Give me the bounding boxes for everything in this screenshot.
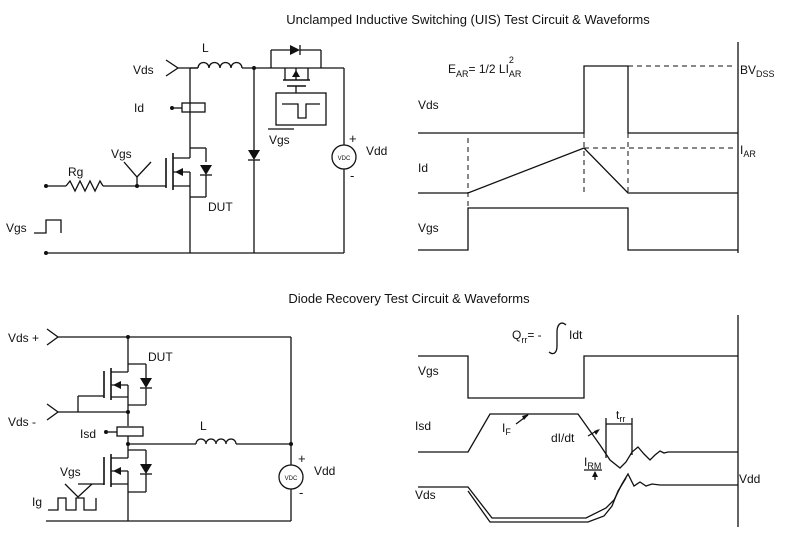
uis-rg-label: Rg <box>68 165 83 179</box>
diode-dut-label: DUT <box>148 350 173 364</box>
uis-vgs-probe-icon <box>123 161 152 178</box>
uis-vgs-waveform <box>418 207 738 251</box>
diode-wave-vdd-label: Vdd <box>739 472 760 486</box>
uis-inductor-label: L <box>202 41 209 55</box>
uis-switch-mosfet-icon <box>270 45 322 93</box>
diode-vds-waveform-inner <box>467 477 627 523</box>
diode-ig-label: Ig <box>32 495 42 509</box>
uis-bvdss-label: BVDSS <box>740 63 775 79</box>
diode-plus-label: + <box>298 451 306 466</box>
diode-vgs-label: Vgs <box>60 465 81 479</box>
diode-minus-label: - <box>299 485 303 500</box>
diode-irm-label: IRM <box>584 455 601 471</box>
uis-dut-mosfet-icon <box>165 147 212 198</box>
uis-dut-label: DUT <box>208 200 233 214</box>
diode-vds-minus-label: Vds - <box>8 415 36 429</box>
uis-vds-label: Vds <box>133 63 154 77</box>
uis-current-sense-icon <box>181 102 206 113</box>
diode-isd-waveform <box>418 413 672 469</box>
diode-vgs-probe-icon <box>64 483 93 498</box>
uis-title: Unclamped Inductive Switching (UIS) Test… <box>286 12 650 27</box>
uis-iar-label: IAR <box>740 143 756 159</box>
diode-vds-plus-terminal-icon <box>46 328 60 346</box>
diode-wave-vgs-label: Vgs <box>418 364 439 378</box>
diode-wave-isd-label: Isd <box>415 419 431 433</box>
uis-wave-id-label: Id <box>418 161 428 175</box>
uis-gate-pulse-icon <box>282 103 320 119</box>
diode-inductor-label: L <box>200 419 207 433</box>
diode-vds-minus-terminal-icon <box>46 403 60 421</box>
diode-vds-waveform <box>418 472 738 519</box>
diode-dut-mosfet-icon <box>77 363 152 412</box>
uis-inductor-icon <box>197 61 243 69</box>
diode-ig-pulse-icon <box>48 497 97 511</box>
uis-id-label: Id <box>134 101 144 115</box>
integral-sign-icon <box>548 322 567 355</box>
diode-vdd-label: Vdd <box>314 464 335 478</box>
uis-vgs-box-label: Vgs <box>269 133 290 147</box>
uis-vds-terminal-icon <box>165 59 180 77</box>
diode-didt-label: dI/dt <box>551 431 575 445</box>
uis-vgs-pulse-icon <box>34 219 62 234</box>
diode-isd-label: Isd <box>80 427 96 441</box>
uis-vds-waveform <box>418 65 738 134</box>
diode-title: Diode Recovery Test Circuit & Waveforms <box>288 291 530 306</box>
uis-circuit: Vds L Id <box>6 41 387 255</box>
uis-gate-driver-box <box>275 92 327 126</box>
diode-if-label: IF <box>502 421 511 437</box>
diode-inductor-icon <box>195 438 237 445</box>
uis-id-waveform <box>418 147 738 194</box>
diode-circuit: Vds + DUT Vds - <box>8 328 335 522</box>
diode-trr-label: trr <box>616 408 625 424</box>
uis-vdd-label: Vdd <box>366 144 387 158</box>
uis-vdc-label: VDC <box>338 156 351 162</box>
diode-waveforms: Qrr= - Idt Vgs Isd IF dI/dt trr IRM Vds … <box>415 315 760 527</box>
uis-wave-vgs-label: Vgs <box>418 221 439 235</box>
diode-wave-vds-label: Vds <box>415 488 436 502</box>
diode-qrr-integrand: Idt <box>569 328 583 342</box>
uis-minus-label: - <box>350 168 354 183</box>
uis-vgs-probe-label: Vgs <box>111 147 132 161</box>
diode-vgs-waveform <box>418 355 738 399</box>
diode-current-sense-icon <box>116 426 144 437</box>
uis-vgs-source-label: Vgs <box>6 221 27 235</box>
diode-qrr-formula: Qrr= - <box>512 328 542 345</box>
diode-low-mosfet-icon <box>78 449 152 493</box>
diode-vdc-label: VDC <box>285 476 298 482</box>
uis-wave-vds-label: Vds <box>418 98 439 112</box>
uis-clamp-diode-icon <box>248 150 260 160</box>
uis-plus-label: + <box>349 131 357 146</box>
uis-rg-resistor-icon <box>65 179 104 193</box>
diode-vds-plus-label: Vds + <box>8 331 39 345</box>
